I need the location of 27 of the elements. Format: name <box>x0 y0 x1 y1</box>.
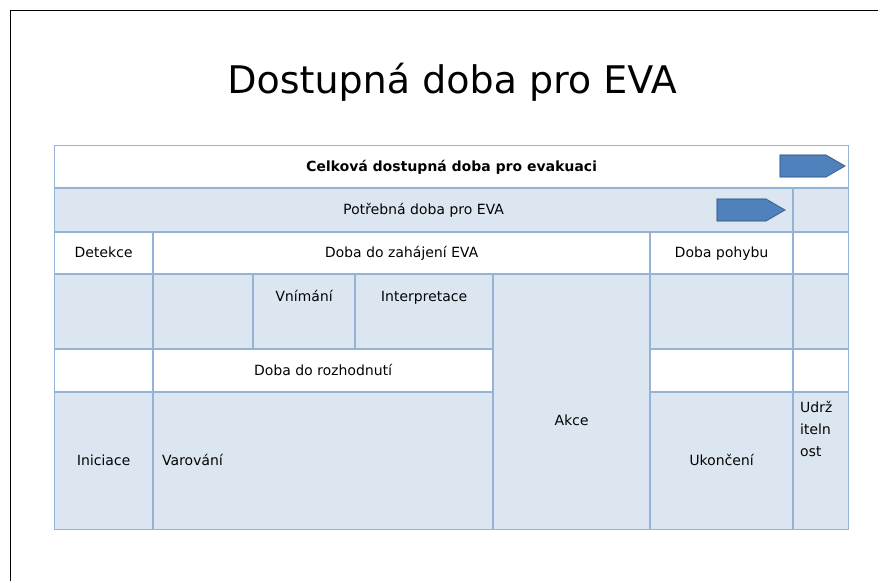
table-cell <box>493 274 650 530</box>
table-cell <box>253 274 355 349</box>
table-cell <box>153 349 493 392</box>
cell-text: Doba do rozhodnutí <box>254 362 392 378</box>
cell-text: Ukončení <box>689 453 754 469</box>
table-cell <box>650 232 793 274</box>
cell-text: Doba pohybu <box>674 245 768 261</box>
cell-text: Detekce <box>74 245 132 261</box>
table-cell <box>650 392 793 530</box>
table-cell <box>355 274 493 349</box>
cell-text: Varování <box>162 453 223 469</box>
table-cell <box>54 232 153 274</box>
table-cell <box>793 392 849 530</box>
cell-text: Interpretace <box>380 289 468 305</box>
table-cell <box>54 188 793 232</box>
cell-text: Akce <box>554 413 588 429</box>
cell-text: Celková dostupná doba pro evakuaci <box>306 158 597 174</box>
table-cell <box>54 392 153 530</box>
cell-text: Udržitelnost <box>800 399 834 462</box>
diagram-title: Dostupná doba pro EVA <box>226 58 678 102</box>
cell-text: Potřebná doba pro EVA <box>343 202 504 218</box>
cell-text: Doba do zahájení EVA <box>324 245 478 261</box>
table-cell <box>153 232 650 274</box>
table-cell <box>153 392 493 530</box>
cell-text: Iniciace <box>76 453 130 469</box>
table-cell <box>54 145 849 188</box>
cell-text: Vnímání <box>275 289 333 305</box>
